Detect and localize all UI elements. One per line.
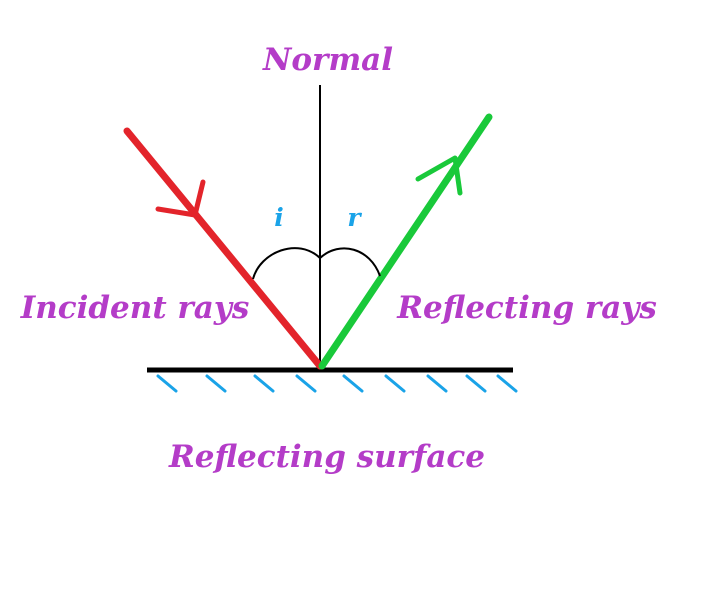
reflected-ray: [318, 113, 493, 370]
reflected-arrowhead: [415, 155, 463, 196]
reflecting-surface-label: Reflecting surface: [168, 439, 485, 475]
incident-arrowhead: [155, 179, 206, 218]
mirror-hatching: [156, 374, 518, 393]
angle-r-label: r: [347, 203, 362, 232]
incident-rays-label: Incident rays: [20, 290, 250, 326]
incident-ray: [123, 127, 324, 370]
angle-arc-reflection: [319, 247, 381, 277]
angle-i-label: i: [274, 203, 284, 232]
normal-label: Normal: [262, 42, 393, 78]
angle-arc-incidence: [252, 247, 321, 280]
reflecting-rays-label: Reflecting rays: [396, 290, 657, 326]
